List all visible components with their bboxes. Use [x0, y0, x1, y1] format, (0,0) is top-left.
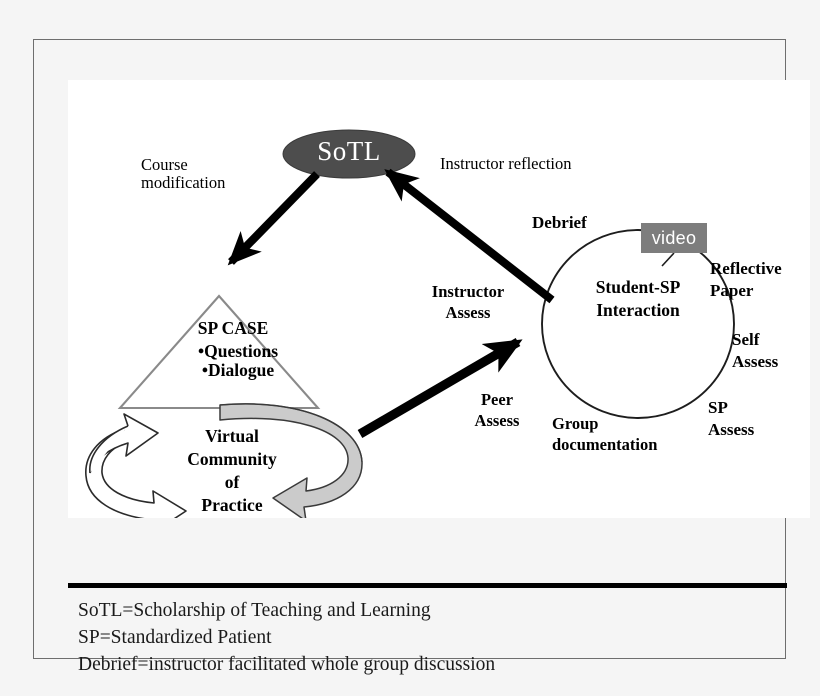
label-group-documentation: Group documentation [552, 414, 658, 455]
figure-frame: Course modification Instructor reflectio… [33, 39, 810, 675]
label-instructor-assess: Instructor Assess [431, 282, 505, 323]
label-sp-assess: SP Assess [708, 398, 755, 440]
curved-arrow-gray [219, 403, 363, 518]
video-badge: video [641, 223, 707, 253]
label-course-modification: Course modification [141, 155, 226, 192]
label-sp-case: SP CASE [197, 318, 269, 338]
label-sotl: SoTL [317, 136, 381, 166]
sotl-ellipse [282, 129, 416, 179]
label-instructor-reflection: Instructor reflection [440, 154, 572, 173]
student-sp-circle [541, 229, 735, 419]
label-self-assess: Self Assess [732, 330, 779, 372]
label-peer-assess: Peer Assess [474, 390, 520, 431]
arrow-instructor-reflection [384, 168, 555, 304]
diagram-vector-layer [85, 129, 735, 518]
arrow-course-modification [227, 171, 320, 266]
video-connector [661, 252, 675, 267]
label-student-sp-interaction: Student-SP Interaction [595, 277, 681, 321]
arrow-peer-assess [357, 338, 523, 438]
legend-line: SP=Standardized Patient [78, 627, 272, 648]
legend-line: Debrief=instructor facilitated whole gro… [78, 654, 496, 675]
label-debrief: Debrief [532, 213, 587, 232]
curved-arrow-white [85, 413, 187, 518]
legend-divider-rule [68, 583, 787, 588]
sp-case-triangle [117, 294, 321, 410]
label-sp-case-bullets: •Questions •Dialogue [197, 341, 279, 380]
video-badge-label: video [651, 228, 697, 248]
figure-canvas: Course modification Instructor reflectio… [68, 80, 810, 518]
legend-line: SoTL=Scholarship of Teaching and Learnin… [78, 600, 431, 621]
label-virtual-community-of-practice: Virtual Community of Practice [187, 426, 277, 516]
label-reflective-paper: Reflective Paper [710, 259, 782, 301]
legend: SoTL=Scholarship of Teaching and Learnin… [78, 597, 778, 678]
